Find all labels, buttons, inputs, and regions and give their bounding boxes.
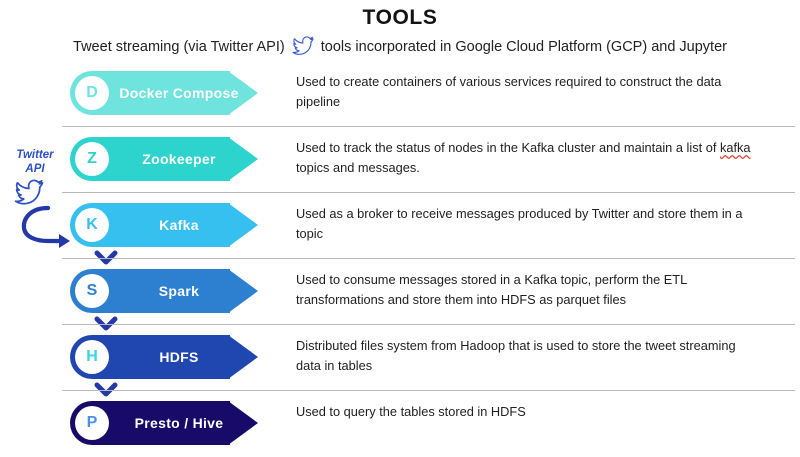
description-line-1: Used to create containers of various ser… [296,74,722,89]
tool-name-label: Docker Compose [119,85,239,101]
tool-row-hdfs: H HDFS Distributed files system from Hadoo… [0,324,800,397]
chevron-docker-compose[interactable]: D Docker Compose [70,71,258,115]
tool-description: Used to create containers of various ser… [296,72,794,112]
description-line-1: Used to consume messages stored in a Kaf… [296,272,688,287]
subtitle: Tweet streaming (via Twitter API) tools … [0,36,800,60]
tool-row-zookeeper: Z Zookeeper Used to track the status of no… [0,126,800,192]
tool-badge-letter: Z [75,142,109,176]
misspelled-word: kafka [719,140,751,155]
tool-description: Used to consume messages stored in a Kaf… [296,270,794,310]
flow-arrow-down-icon [93,315,119,333]
tool-name-label: Presto / Hive [134,415,224,431]
chevron-kafka[interactable]: K Kafka [70,203,258,247]
tool-description: Used to query the tables stored in HDFS [296,402,794,422]
subtitle-text-after: tools incorporated in Google Cloud Platf… [320,39,727,56]
chevron-hdfs[interactable]: H HDFS [70,335,258,379]
chevron-fill [190,203,230,247]
row-divider [62,324,795,325]
row-divider [62,192,795,193]
tool-name-label: Kafka [159,217,199,233]
chevron-fill [190,401,230,445]
chevron-fill [190,335,230,379]
chevron-fill [190,71,230,115]
twitter-bird-icon [292,36,314,60]
tool-name-label: Zookeeper [142,151,216,167]
chevron-zookeeper[interactable]: Z Zookeeper [70,137,258,181]
description-line-2: transformations and store them into HDFS… [296,292,627,307]
chevron-spark[interactable]: S Spark [70,269,258,313]
twitter-api-label-line1: Twitter [16,149,54,161]
subtitle-text-before: Tweet streaming (via Twitter API) [73,39,285,56]
page-title: TOOLS [362,6,438,29]
tool-row-docker-compose: D Docker Compose Used to create containers… [0,60,800,126]
description-line-1: Used to query the tables stored in HDFS [296,404,526,419]
row-divider [62,390,795,391]
description-line-2: data in tables [296,358,373,373]
tool-row-spark: S Spark Used to consume messages stored in… [0,258,800,331]
row-divider [62,258,795,259]
tool-badge-letter: H [75,340,109,374]
tool-name-label: Spark [158,283,200,299]
header: TOOLS Tweet streaming (via Twitter API) … [0,0,800,60]
tool-badge-letter: S [75,274,109,308]
description-line-2: topics and messages. [296,160,420,175]
twitter-api-source: Twitter API [4,148,70,248]
chevron-fill [190,137,230,181]
row-divider [62,126,795,127]
tool-badge-letter: K [75,208,109,242]
twitter-api-label-line2: API [25,163,45,175]
flow-arrow-down-icon [93,381,119,399]
twitter-bird-icon [14,179,44,211]
flow-arrow-down-icon [93,249,119,267]
description-line-1: Used to track the status of nodes in the… [296,140,720,155]
twitter-api-label: Twitter API [4,148,66,176]
curved-arrow-icon [18,203,80,254]
tool-description: Distributed files system from Hadoop tha… [296,336,794,376]
tool-description: Used as a broker to receive messages pro… [296,204,794,244]
chevron-fill [190,269,230,313]
description-line-1: Used as a broker to receive messages pro… [296,206,743,221]
tool-row-kafka: K Kafka Used as a broker to receive messag… [0,192,800,265]
chevron-presto-hive[interactable]: P Presto / Hive [70,401,258,445]
tool-row-presto-hive: P Presto / Hive Used to query the tables s… [0,390,800,456]
description-line-2: topic [296,226,324,241]
description-line-2: pipeline [296,94,341,109]
tools-list: D Docker Compose Used to create containers… [0,60,800,457]
tool-badge-letter: D [75,76,109,110]
tool-name-label: HDFS [159,349,199,365]
tool-description: Used to track the status of nodes in the… [296,138,794,178]
description-line-1: Distributed files system from Hadoop tha… [296,338,736,353]
tool-badge-letter: P [75,406,109,440]
